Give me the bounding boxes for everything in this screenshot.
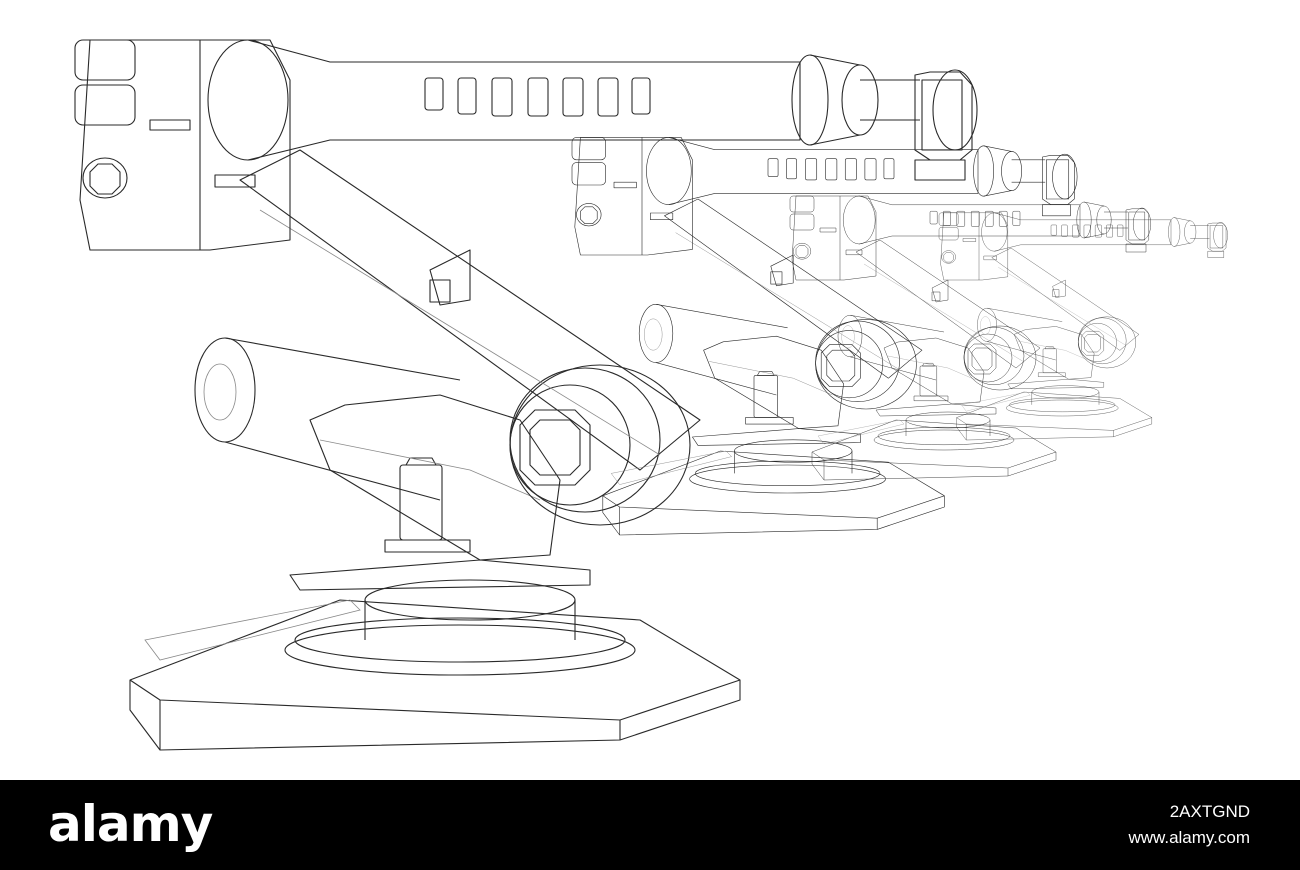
watermark-banner: alamy 2AXTGND www.alamy.com: [0, 780, 1300, 870]
robot-arm-3: [789, 195, 1152, 481]
robot-arm-1: [74, 39, 978, 751]
image-id-label: 2AXTGND: [1169, 802, 1250, 821]
robot-arm-4: [938, 212, 1228, 441]
robot-arm-2: [571, 137, 1078, 536]
robot-arms-wireframe-illustration: [74, 39, 1228, 751]
wireframe-svg: [74, 39, 1228, 751]
brand-logo: alamy: [48, 795, 213, 853]
site-url-label: www.alamy.com: [1128, 828, 1250, 847]
